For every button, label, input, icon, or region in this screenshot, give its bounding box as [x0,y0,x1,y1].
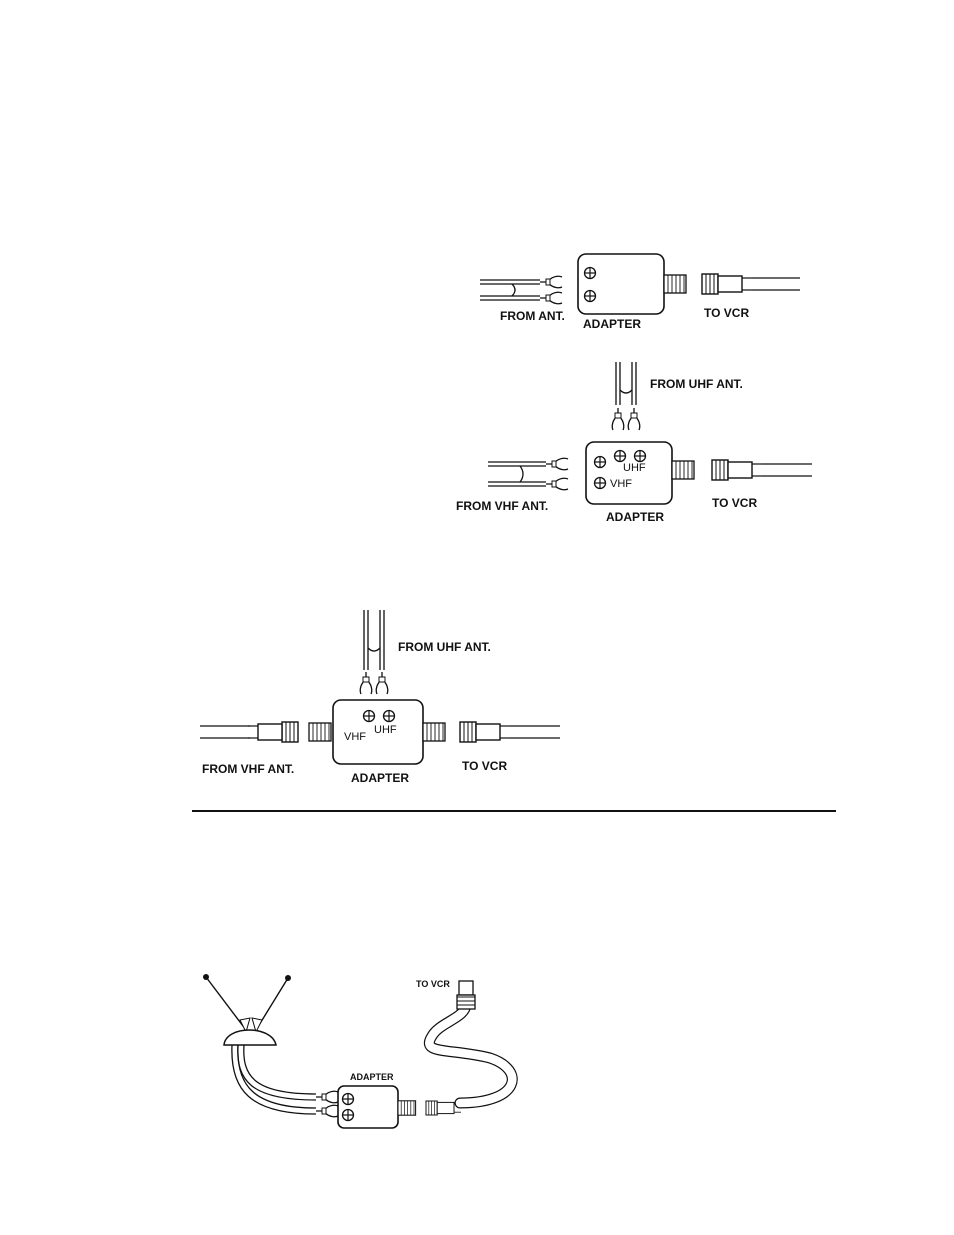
vhf-coax-cable [200,722,298,742]
coax-cable-to-vcr [460,722,560,742]
adapter-box [578,254,664,314]
f-connector-icon [460,722,510,742]
coax-cable-to-vcr [702,274,800,294]
adapter-label: ADAPTER [583,317,641,331]
from-uhf-antenna-label: FROM UHF ANT. [650,377,743,391]
to-vcr-label: TO VCR [712,496,757,510]
f-connector-icon [702,274,752,294]
adapter-box [338,1086,398,1128]
screw-terminal-icon [384,711,395,722]
adapter-label: ADAPTER [606,510,664,524]
f-connector-icon [248,722,298,742]
spade-lug-icon [316,1105,338,1117]
coax-output-stub [398,1101,416,1115]
spade-lug-icon [540,292,562,304]
diagram-uhf-vhf-coax: VHF UHF FROM UHF ANT. FROM VHF ANT. ADAP… [200,610,560,785]
to-vcr-label: TO VCR [462,759,507,773]
screw-terminal-icon [595,478,606,489]
diagram-antenna-to-vcr: FROM ANT. ADAPTER TO VCR [480,254,800,331]
spade-lug-icon [316,1091,338,1103]
from-vhf-antenna-label: FROM VHF ANT. [456,499,548,513]
screw-terminal-icon [595,457,606,468]
spade-lug-icon [546,458,568,470]
uhf-terminal-label: UHF [623,462,646,474]
from-vhf-antenna-label: FROM VHF ANT. [202,762,294,776]
vhf-terminal-label: VHF [344,731,366,743]
diagram-uhf-vhf-twinlead: UHF VHF FROM UHF ANT. FROM VHF ANT. ADAP… [456,362,812,524]
screw-terminal-icon [343,1110,354,1121]
coiled-coax-cable [426,981,512,1115]
screw-terminal-icon [585,268,596,279]
to-vcr-label: TO VCR [416,979,450,989]
screw-terminal-icon [364,711,375,722]
spade-lug-icon [612,408,624,430]
twin-lead-cable [480,276,562,304]
adapter-label: ADAPTER [350,1072,394,1082]
from-antenna-label: FROM ANT. [500,309,565,323]
spade-lug-icon [546,478,568,490]
rabbit-ears-antenna-icon [203,974,316,1114]
uhf-twin-lead-cable [360,610,388,694]
spade-lug-icon [628,408,640,430]
to-vcr-label: TO VCR [704,306,749,320]
screw-terminal-icon [585,291,596,302]
screw-terminal-icon [615,451,626,462]
screw-terminal-icon [343,1094,354,1105]
coax-output-stub [664,275,686,293]
spade-lug-icon [540,276,562,288]
f-connector-icon [712,460,762,480]
vhf-terminal-label: VHF [610,478,632,490]
coax-cable-to-vcr [712,460,812,480]
from-uhf-antenna-label: FROM UHF ANT. [398,640,491,654]
diagram-rabbit-ears-to-vcr: TO VCR ADAPTER [203,974,512,1128]
spade-lug-icon [360,672,372,694]
uhf-twin-lead-cable [612,362,640,430]
uhf-terminal-label: UHF [374,724,397,736]
coax-output-stub [672,461,694,479]
coax-output-stub [423,723,445,741]
coax-input-stub [309,723,331,741]
spade-lug-icon [376,672,388,694]
vhf-twin-lead-cable [488,458,568,490]
screw-terminal-icon [635,451,646,462]
adapter-label: ADAPTER [351,771,409,785]
